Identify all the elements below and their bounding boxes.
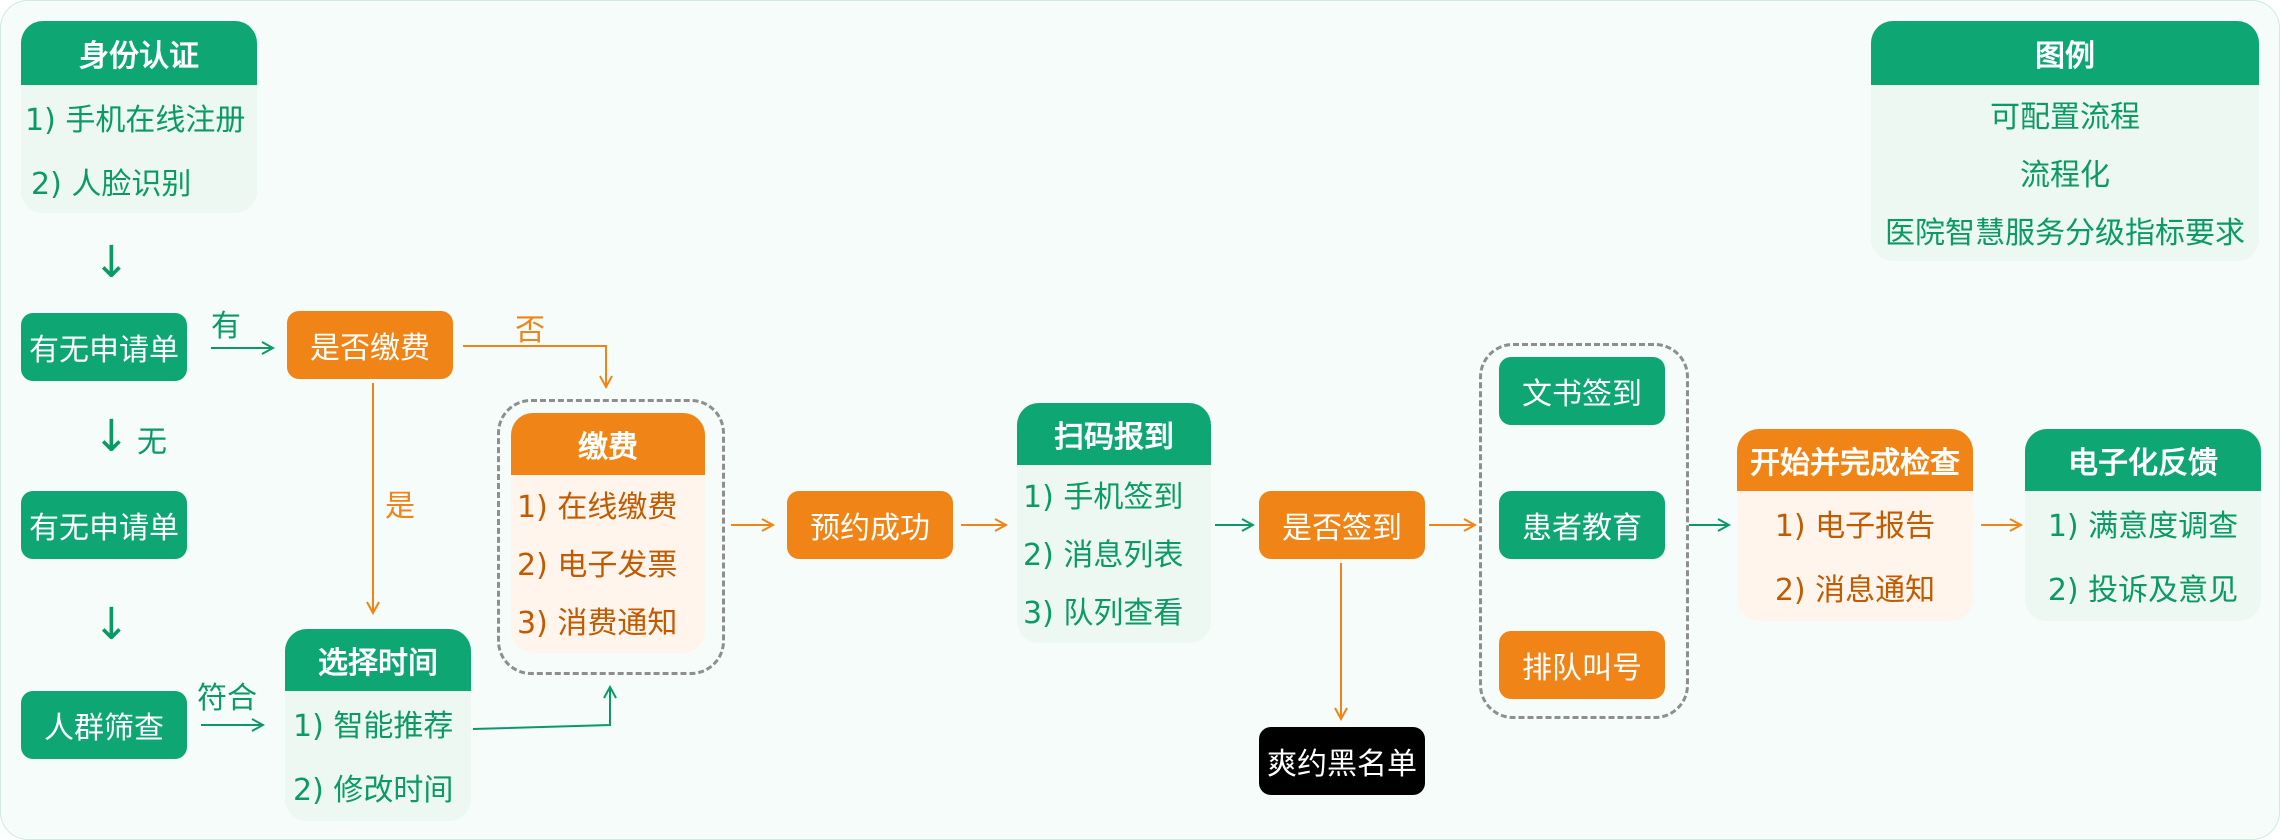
payment-group bbox=[497, 399, 725, 675]
edge-label-none: 无 bbox=[137, 425, 167, 460]
exam-card: 开始并完成检查 1) 电子报告 2) 消息通知 bbox=[1737, 429, 1973, 621]
edge-label-yes: 是 bbox=[385, 489, 415, 524]
document-signin-node: 文书签到 bbox=[1499, 357, 1665, 425]
down-arrow-icon: ↓ bbox=[93, 237, 130, 288]
time-select-card: 选择时间 1) 智能推荐 2) 修改时间 bbox=[285, 629, 471, 821]
exam-item: 1) 电子报告 bbox=[1774, 509, 1936, 544]
patient-education-node: 患者教育 bbox=[1499, 491, 1665, 559]
payment-card: 缴费 1) 在线缴费 2) 电子发票 3) 消费通知 bbox=[511, 413, 705, 653]
legend-card: 图例 可配置流程 流程化 医院智慧服务分级指标要求 bbox=[1871, 21, 2259, 261]
signin-check-node: 是否签到 bbox=[1259, 491, 1425, 559]
feedback-title: 电子化反馈 bbox=[2025, 429, 2261, 491]
identity-item: 2) 人脸识别 bbox=[31, 167, 192, 202]
edge-label-has: 有 bbox=[211, 309, 241, 344]
screening-node: 人群筛查 bbox=[21, 691, 187, 759]
legend-title: 图例 bbox=[1871, 21, 2259, 85]
booking-success-node: 预约成功 bbox=[787, 491, 953, 559]
identity-item: 1) 手机在线注册 bbox=[25, 103, 246, 138]
feedback-item: 2) 投诉及意见 bbox=[2047, 573, 2239, 608]
down-arrow-icon: ↓ bbox=[93, 599, 130, 650]
identity-title: 身份认证 bbox=[21, 21, 257, 85]
no-show-blacklist-node: 爽约黑名单 bbox=[1259, 727, 1425, 795]
request-check-node: 有无申请单 bbox=[21, 313, 187, 381]
edge-time-to-payment bbox=[472, 687, 610, 730]
payment-item: 3) 消费通知 bbox=[517, 606, 678, 641]
down-arrow-icon: ↓ bbox=[93, 411, 130, 462]
feedback-item: 1) 满意度调查 bbox=[2047, 509, 2239, 544]
queue-calling-node: 排队叫号 bbox=[1499, 631, 1665, 699]
legend-item: 医院智慧服务分级指标要求 bbox=[1885, 216, 2245, 251]
payment-title: 缴费 bbox=[511, 413, 705, 475]
scan-report-title: 扫码报到 bbox=[1017, 403, 1211, 465]
scan-report-card: 扫码报到 1) 手机签到 2) 消息列表 3) 队列查看 bbox=[1017, 403, 1211, 643]
edge-label-no: 否 bbox=[515, 313, 545, 348]
scan-report-item: 3) 队列查看 bbox=[1023, 596, 1184, 631]
legend-item: 可配置流程 bbox=[1990, 100, 2140, 135]
exam-item: 2) 消息通知 bbox=[1774, 573, 1936, 608]
services-group bbox=[1479, 343, 1689, 719]
edge-pay-no-to-payment bbox=[463, 345, 606, 387]
payment-item: 1) 在线缴费 bbox=[517, 490, 678, 525]
pay-check-node: 是否缴费 bbox=[287, 311, 453, 379]
edge-label-match: 符合 bbox=[197, 681, 257, 716]
legend-item: 流程化 bbox=[2020, 158, 2110, 193]
request-check-node-2: 有无申请单 bbox=[21, 491, 187, 559]
time-select-item: 1) 智能推荐 bbox=[293, 709, 454, 744]
time-select-title: 选择时间 bbox=[285, 629, 471, 691]
feedback-card: 电子化反馈 1) 满意度调查 2) 投诉及意见 bbox=[2025, 429, 2261, 621]
identity-card: 身份认证 1) 手机在线注册 2) 人脸识别 bbox=[21, 21, 257, 213]
payment-item: 2) 电子发票 bbox=[517, 548, 678, 583]
time-select-item: 2) 修改时间 bbox=[293, 773, 454, 808]
scan-report-item: 2) 消息列表 bbox=[1023, 538, 1184, 573]
exam-title: 开始并完成检查 bbox=[1737, 429, 1973, 491]
scan-report-item: 1) 手机签到 bbox=[1023, 480, 1184, 515]
